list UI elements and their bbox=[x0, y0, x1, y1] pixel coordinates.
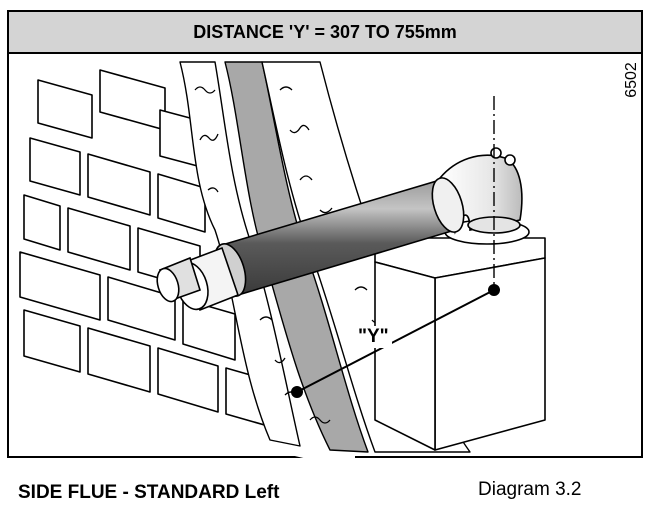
flue-terminal-icon bbox=[156, 246, 240, 312]
dimension-y-label: "Y" bbox=[355, 326, 392, 348]
diagram-number: Diagram 3.2 bbox=[478, 479, 582, 500]
distance-title: DISTANCE 'Y' = 307 TO 755mm bbox=[193, 21, 457, 42]
header-bar: DISTANCE 'Y' = 307 TO 755mm bbox=[9, 12, 641, 54]
boiler-top-icon bbox=[374, 219, 546, 451]
diagram-caption: SIDE FLUE - STANDARD Left bbox=[18, 482, 280, 503]
dimension-y-line bbox=[291, 284, 500, 398]
flue-elbow-icon bbox=[431, 147, 523, 235]
reference-number: 6502 bbox=[623, 62, 640, 98]
